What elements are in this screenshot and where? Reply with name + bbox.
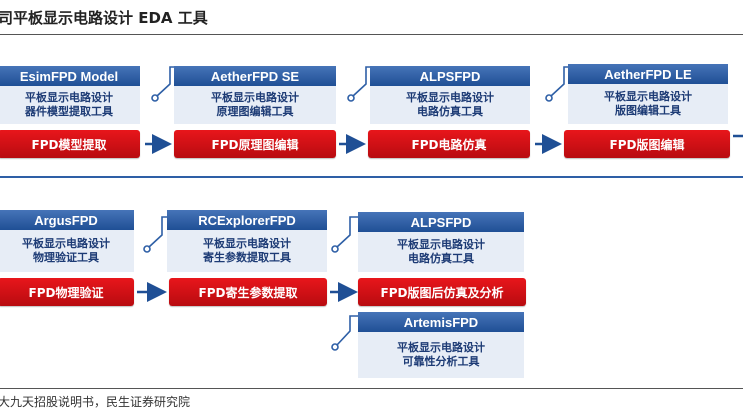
connector-dot: [331, 245, 339, 253]
tool-card-aetherfpd-se: AetherFPD SE 平板显示电路设计原理图编辑工具: [174, 66, 336, 124]
footer-rule: [0, 388, 743, 389]
tool-desc-line: 平板显示电路设计: [203, 237, 291, 250]
title-rule: [0, 34, 743, 35]
tool-name: ArtemisFPD: [358, 312, 524, 332]
stage-bar-circuit-simulation: FPD电路仿真: [368, 130, 530, 158]
stage-bar-parasitic-extraction: FPD寄生参数提取: [169, 278, 327, 306]
tool-card-argusfpd: ArgusFPD 平板显示电路设计物理验证工具: [0, 210, 134, 272]
tool-name: ALPSFPD: [370, 66, 530, 86]
tool-desc-line: 电路仿真工具: [408, 252, 474, 265]
connector-dot: [347, 94, 355, 102]
tool-desc-line: 物理验证工具: [33, 251, 99, 264]
row-separator: [0, 176, 743, 178]
connector-dot: [143, 245, 151, 253]
tool-desc-line: 电路仿真工具: [417, 105, 483, 118]
tool-name: RCExplorerFPD: [167, 210, 327, 230]
tool-name: EsimFPD Model: [0, 66, 140, 86]
stage-bar-physical-verification: FPD物理验证: [0, 278, 134, 306]
tool-desc-line: 平板显示电路设计: [211, 91, 299, 104]
tool-desc-line: 平板显示电路设计: [604, 90, 692, 103]
tool-name: ALPSFPD: [358, 212, 524, 232]
tool-card-esimfpd-model: EsimFPD Model 平板显示电路设计器件模型提取工具: [0, 66, 140, 124]
source-note: 大九天招股说明书，民生证券研究院: [0, 395, 191, 409]
figure-title: 司平板显示电路设计 EDA 工具: [0, 9, 208, 27]
stage-bar-model-extraction: FPD模型提取: [0, 130, 140, 158]
tool-name: AetherFPD SE: [174, 66, 336, 86]
tool-desc-line: 平板显示电路设计: [22, 237, 110, 250]
tool-card-alpsfpd-post: ALPSFPD 平板显示电路设计电路仿真工具: [358, 212, 524, 272]
tool-name: AetherFPD LE: [568, 64, 728, 84]
tool-card-artemisfpd: ArtemisFPD 平板显示电路设计可靠性分析工具: [358, 312, 524, 378]
connector-dot: [151, 94, 159, 102]
stage-bar-layout-editing: FPD版图编辑: [564, 130, 730, 158]
stage-bar-schematic-editing: FPD原理图编辑: [174, 130, 336, 158]
tool-desc-line: 平板显示电路设计: [406, 91, 494, 104]
tool-desc-line: 器件模型提取工具: [25, 105, 113, 118]
stage-bar-post-layout-simulation: FPD版图后仿真及分析: [358, 278, 526, 306]
tool-desc-line: 原理图编辑工具: [216, 105, 294, 118]
tool-name: ArgusFPD: [0, 210, 134, 230]
tool-card-alpsfpd: ALPSFPD 平板显示电路设计电路仿真工具: [370, 66, 530, 124]
tool-desc-line: 可靠性分析工具: [402, 355, 480, 368]
connector-dot: [331, 343, 339, 351]
tool-card-aetherfpd-le: AetherFPD LE 平板显示电路设计版图编辑工具: [568, 64, 728, 124]
tool-desc-line: 平板显示电路设计: [397, 341, 485, 354]
tool-desc-line: 平板显示电路设计: [25, 91, 113, 104]
tool-desc-line: 寄生参数提取工具: [203, 251, 291, 264]
tool-desc-line: 版图编辑工具: [615, 104, 681, 117]
tool-desc-line: 平板显示电路设计: [397, 238, 485, 251]
tool-card-rcexplorerfpd: RCExplorerFPD 平板显示电路设计寄生参数提取工具: [167, 210, 327, 272]
connector-dot: [545, 94, 553, 102]
